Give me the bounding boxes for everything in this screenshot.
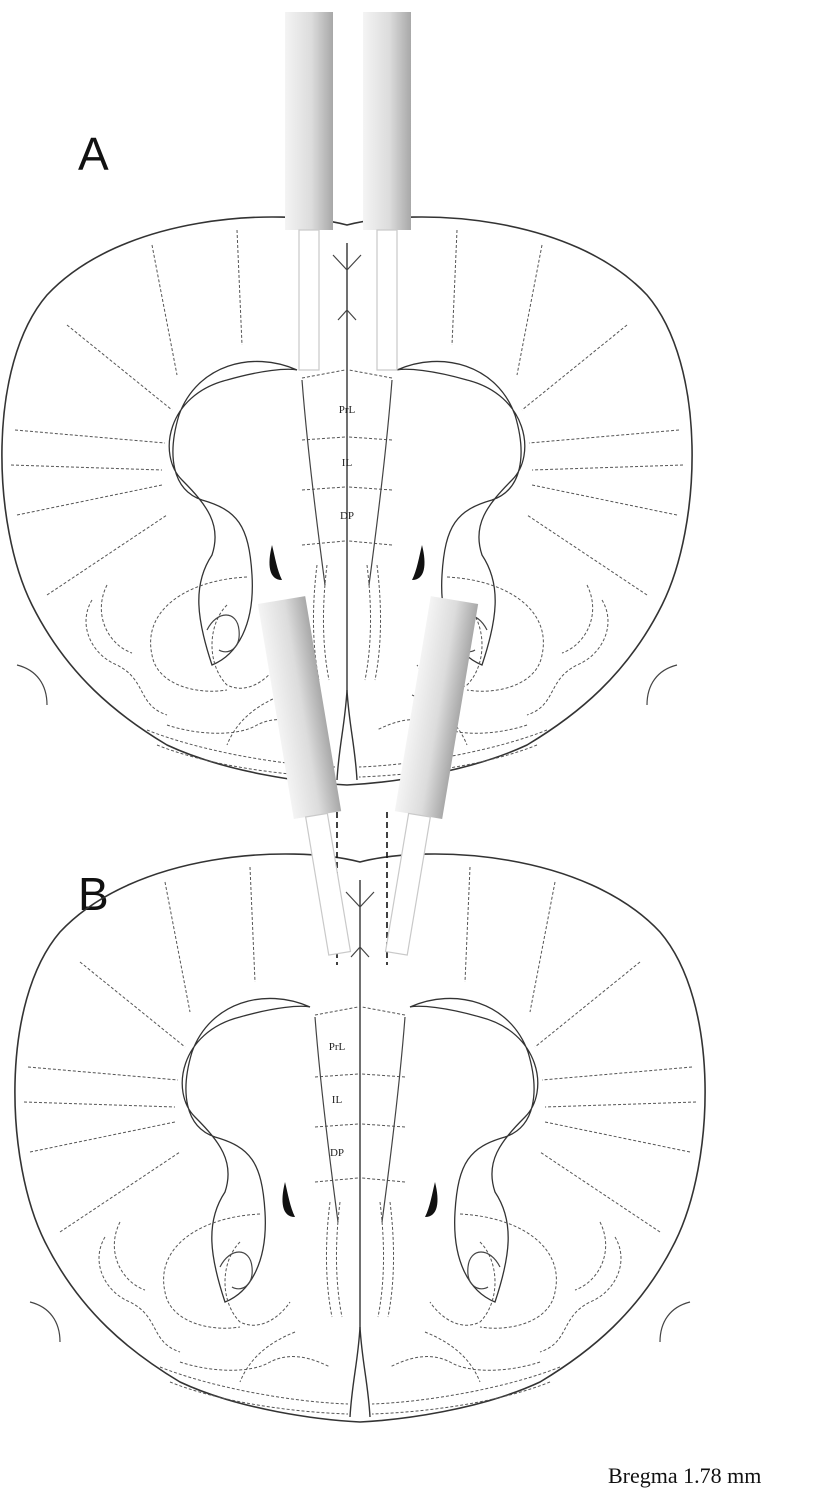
panel-a-letter: A xyxy=(78,128,109,180)
panel-b-left-guide xyxy=(306,813,351,955)
panel-b-region-il: IL xyxy=(332,1094,343,1106)
panel-a-right-guide xyxy=(377,230,397,370)
panel-a-left-guide xyxy=(299,230,319,370)
panel-a-section xyxy=(2,217,692,785)
panel-a-region-il: IL xyxy=(342,457,353,469)
bregma-caption: Bregma 1.78 mm xyxy=(608,1463,761,1488)
panel-a-region-prl: PrL xyxy=(339,404,356,416)
panel-a-right-cannula xyxy=(363,12,411,370)
panel-b-section xyxy=(15,854,705,1422)
panel-a-region-dp: DP xyxy=(340,510,354,522)
panel-b-right-guide xyxy=(386,813,431,955)
panel-a-left-cannula xyxy=(285,12,333,370)
panel-b-region-prl: PrL xyxy=(329,1041,346,1053)
panel-a: A PrL IL DP xyxy=(2,12,692,785)
panel-b: B PrL IL DP xyxy=(15,596,705,1422)
panel-b-region-dp: DP xyxy=(330,1147,344,1159)
